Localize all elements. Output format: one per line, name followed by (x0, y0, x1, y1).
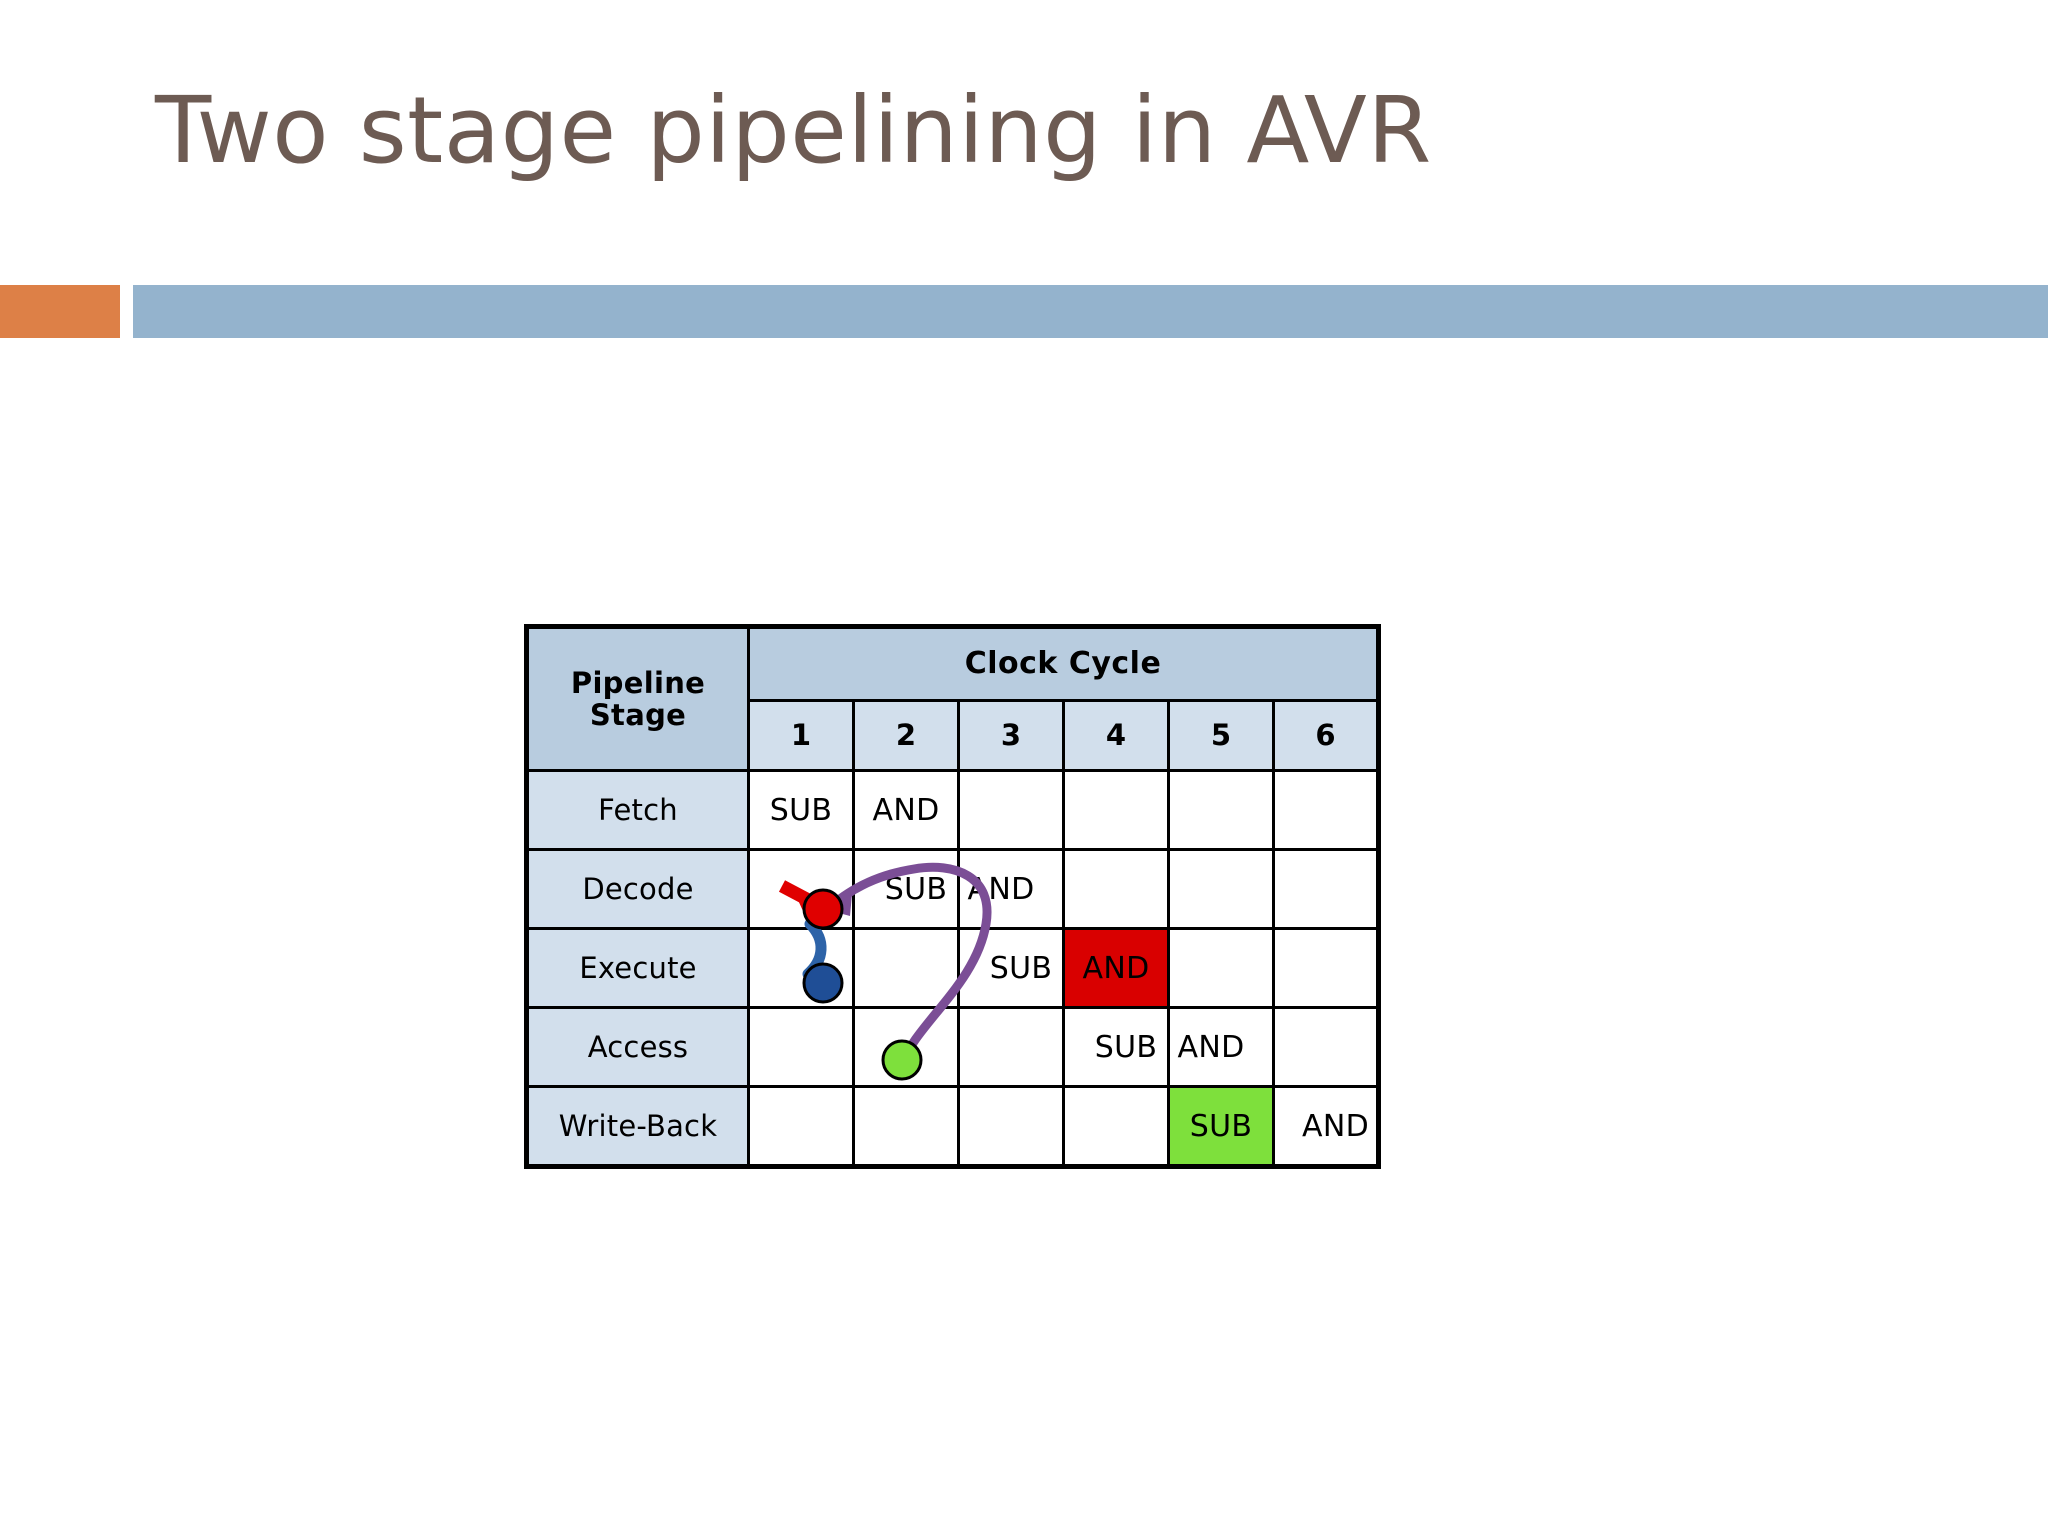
cell-decode-3: AND (957, 848, 1065, 930)
table-row: Access SUB AND (525, 1006, 1381, 1088)
table-header-row-group: Pipeline Stage Clock Cycle (525, 625, 1381, 772)
cycle-header-1: 1 (747, 698, 855, 773)
table-row: Execute SUB AND (525, 927, 1381, 1009)
cell-execute-5 (1167, 927, 1275, 1009)
stage-label-decode: Decode (525, 848, 750, 930)
pipeline-diagram: Pipeline Stage Clock Cycle 1 2 3 4 5 6 F… (524, 624, 1384, 1169)
cell-fetch-1: SUB (747, 769, 855, 851)
stage-label-fetch: Fetch (525, 769, 750, 851)
cycle-header-2: 2 (852, 698, 960, 773)
cell-writeback-1 (747, 1085, 855, 1168)
cell-access-5: AND (1167, 1006, 1275, 1088)
pipeline-stage-header-line2: Stage (589, 698, 687, 732)
table-row: Write-Back SUB AND (525, 1085, 1381, 1168)
pipeline-table: Pipeline Stage Clock Cycle 1 2 3 4 5 6 F… (524, 624, 1382, 1169)
table-row: Decode SUB AND (525, 848, 1381, 930)
stage-label-execute: Execute (525, 927, 750, 1009)
cell-decode-5 (1167, 848, 1275, 930)
cell-access-4: SUB (1062, 1006, 1170, 1088)
cell-access-1 (747, 1006, 855, 1088)
cell-access-2 (852, 1006, 960, 1088)
cell-fetch-4 (1062, 769, 1170, 851)
table-row: Fetch SUB AND (525, 769, 1381, 851)
cycle-header-6: 6 (1271, 698, 1381, 773)
cell-decode-1 (747, 848, 855, 930)
table-header-row-cycles: 1 2 3 4 5 6 (527, 698, 1381, 773)
cycle-header-3: 3 (957, 698, 1065, 773)
cell-execute-6 (1271, 927, 1381, 1009)
divider-bar-orange (0, 285, 120, 338)
cycle-header-4: 4 (1062, 698, 1170, 773)
cell-access-3 (957, 1006, 1065, 1088)
cell-writeback-4 (1062, 1085, 1170, 1168)
cell-writeback-5: SUB (1167, 1085, 1275, 1168)
cell-decode-6 (1271, 848, 1381, 930)
cell-execute-2 (852, 927, 960, 1009)
clock-cycle-header: Clock Cycle (746, 625, 1381, 702)
cell-writeback-3 (957, 1085, 1065, 1168)
cell-writeback-2 (852, 1085, 960, 1168)
cell-fetch-6 (1271, 769, 1381, 851)
page-title: Two stage pipelining in AVR (155, 77, 1432, 184)
cell-fetch-2: AND (852, 769, 960, 851)
cycle-header-5: 5 (1167, 698, 1275, 773)
cell-writeback-6: AND (1271, 1085, 1381, 1168)
divider-bar-blue (133, 285, 2048, 338)
pipeline-stage-header: Pipeline Stage (525, 625, 750, 772)
pipeline-stage-header-line1: Pipeline (570, 665, 706, 700)
cell-execute-4: AND (1062, 927, 1170, 1009)
cell-decode-4 (1062, 848, 1170, 930)
cell-decode-2: SUB (852, 848, 960, 930)
cell-execute-1 (747, 927, 855, 1009)
cell-fetch-5 (1167, 769, 1275, 851)
stage-label-access: Access (525, 1006, 750, 1088)
cell-execute-3: SUB (957, 927, 1065, 1009)
cell-fetch-3 (957, 769, 1065, 851)
cell-access-6 (1271, 1006, 1381, 1088)
stage-label-write-back: Write-Back (525, 1085, 750, 1168)
